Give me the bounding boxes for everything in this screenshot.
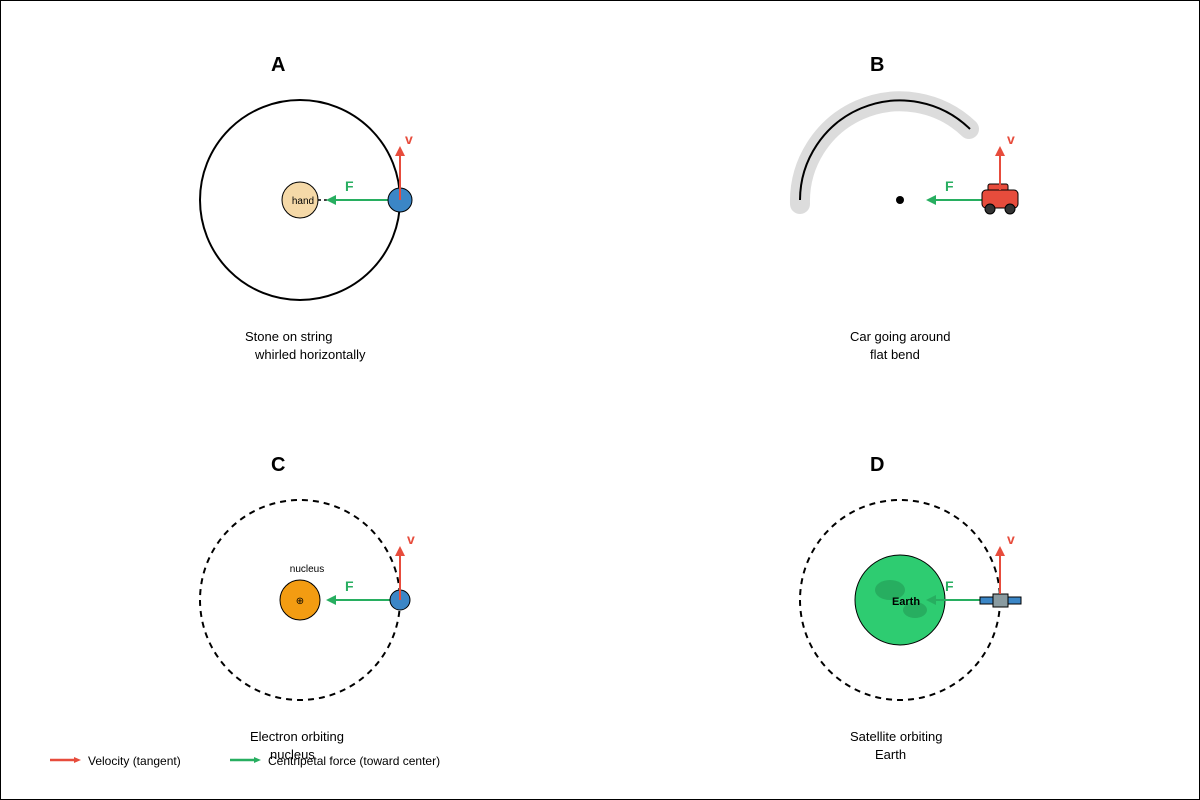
force-label-a: F — [345, 178, 354, 194]
caption-b-line2: flat bend — [870, 347, 920, 362]
panel-c-label: C — [271, 454, 285, 476]
road-curve-line — [799, 99, 971, 201]
force-label-b: F — [945, 178, 954, 194]
panel-d: D Earth F v Satellite orbiting Earth — [799, 454, 1022, 762]
panel-c: C nucleus ⊕ F v Electron orbiting nucleu… — [199, 454, 415, 762]
bend-center-dot — [896, 196, 904, 204]
hand-label: hand — [292, 196, 314, 207]
earth-label: Earth — [892, 596, 920, 608]
caption-c-line2: nucleus — [270, 747, 315, 762]
legend-velocity-text: Velocity (tangent) — [88, 754, 181, 768]
panel-a-label: A — [271, 54, 285, 76]
velocity-label-d: v — [1007, 531, 1015, 547]
caption-a-line2: whirled horizontally — [254, 347, 366, 362]
force-label-d: F — [945, 578, 954, 594]
hand-circle — [281, 181, 319, 219]
panel-b-label: B — [870, 54, 884, 76]
caption-d-line1: Satellite orbiting — [850, 729, 943, 744]
force-label-c: F — [345, 578, 354, 594]
caption-a-line1: Stone on string — [245, 329, 332, 344]
velocity-label-a: v — [405, 131, 413, 147]
panel-a: A hand F v Stone on string whirled horiz… — [199, 54, 413, 362]
nucleus-label: nucleus — [290, 564, 324, 575]
legend: Velocity (tangent) Centripetal force (to… — [50, 754, 440, 768]
legend-force-text: Centripetal force (toward center) — [268, 754, 440, 768]
panel-b: B F v Car going around flat bend — [789, 54, 1019, 362]
caption-b-line1: Car going around — [850, 329, 950, 344]
legend-force-arrowhead — [254, 757, 261, 763]
velocity-label-b: v — [1007, 131, 1015, 147]
velocity-label-c: v — [407, 531, 415, 547]
nucleus-symbol: ⊕ — [296, 596, 304, 607]
panel-d-label: D — [870, 454, 884, 476]
caption-c-line1: Electron orbiting — [250, 729, 344, 744]
satellite-icon — [979, 593, 1022, 608]
nucleus — [279, 579, 321, 621]
road-band — [789, 91, 979, 214]
legend-velocity-arrowhead — [74, 757, 81, 763]
caption-d-line2: Earth — [875, 747, 906, 762]
